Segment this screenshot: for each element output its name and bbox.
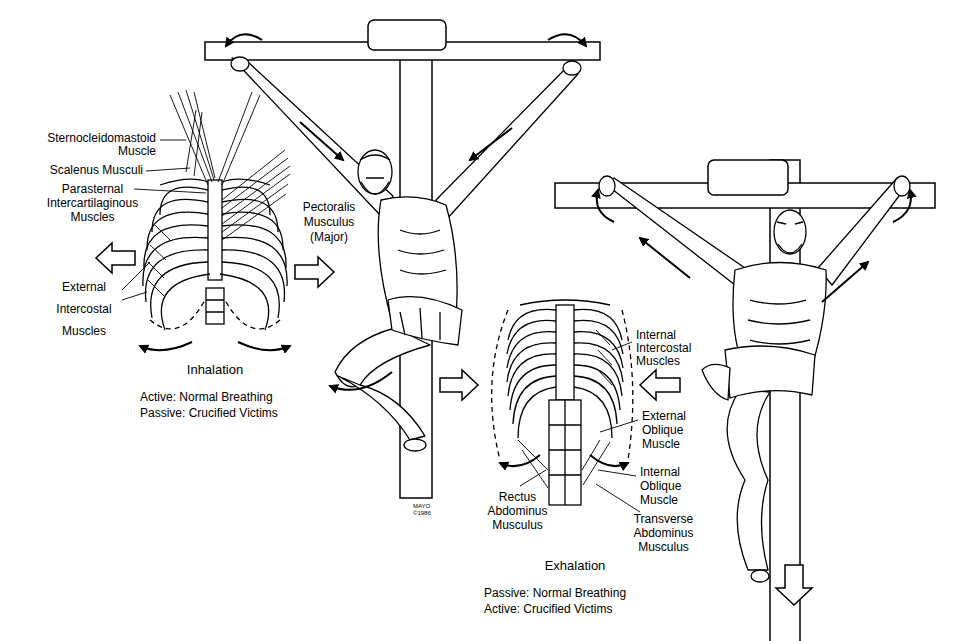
phase-heading: Exhalation xyxy=(530,558,620,573)
watermark: MAYO ©1986 xyxy=(413,503,435,517)
phase-note: Passive: Normal Breathing xyxy=(484,586,684,600)
motion-arrow xyxy=(500,455,628,466)
muscle-label: External Intercostal Muscles xyxy=(48,276,120,342)
muscle-label: Parasternal Intercartilaginous Muscles xyxy=(30,182,155,224)
leader-line xyxy=(520,342,640,512)
phase-note: Passive: Crucified Victims xyxy=(140,406,340,420)
phase-heading: Inhalation xyxy=(170,362,260,377)
muscle-label: Rectus Abdominus Musculus xyxy=(480,490,555,532)
rib-cage xyxy=(492,300,633,505)
muscle-fibers xyxy=(148,90,290,296)
phase-note: Active: Crucified Victims xyxy=(484,602,684,616)
crucified-figure xyxy=(231,57,581,451)
cross xyxy=(205,20,600,498)
crucified-figure xyxy=(599,176,910,582)
muscle-label: Sternocleidomastoid Muscle xyxy=(10,132,156,158)
rib-cage xyxy=(143,179,287,330)
muscle-label: Transverse Abdominus Musculus xyxy=(616,512,711,554)
muscle-label: Pectoralis Musculus (Major) xyxy=(296,200,362,245)
muscle-fibers xyxy=(518,330,612,488)
compression-arrow xyxy=(440,370,680,400)
down-arrow xyxy=(776,565,812,605)
muscle-label: Scalenus Musculi xyxy=(10,164,143,177)
muscle-label: External Oblique Muscle xyxy=(642,409,704,451)
muscle-label: Internal Intercostal Muscles xyxy=(636,329,711,368)
motion-arrow xyxy=(597,190,911,302)
muscle-label: Internal Oblique Muscle xyxy=(640,465,702,507)
motion-arrow xyxy=(226,34,586,390)
phase-note: Active: Normal Breathing xyxy=(140,390,340,404)
motion-arrow xyxy=(140,342,290,350)
cross xyxy=(555,160,935,641)
